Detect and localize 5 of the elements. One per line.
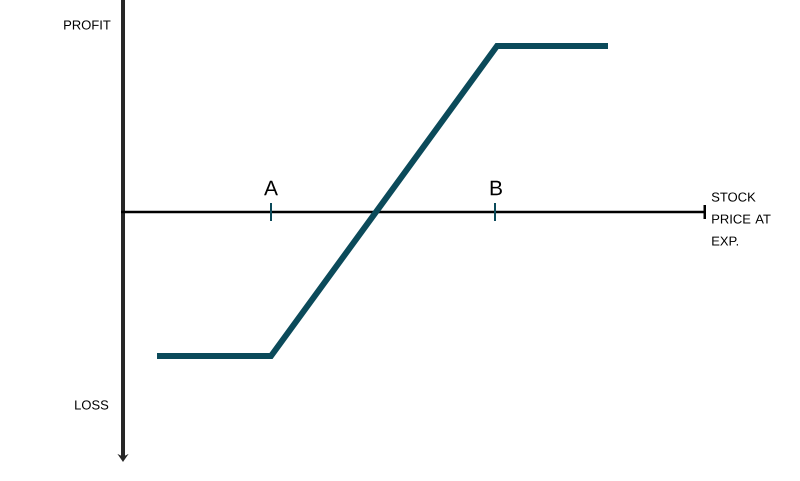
axis-label: STOCK PRICE AT EXP.	[712, 192, 771, 246]
axis-label: PROFIT	[64, 20, 110, 30]
axis-label: LOSS	[75, 400, 108, 410]
point-label: B	[490, 180, 502, 196]
point-label: A	[264, 180, 278, 196]
